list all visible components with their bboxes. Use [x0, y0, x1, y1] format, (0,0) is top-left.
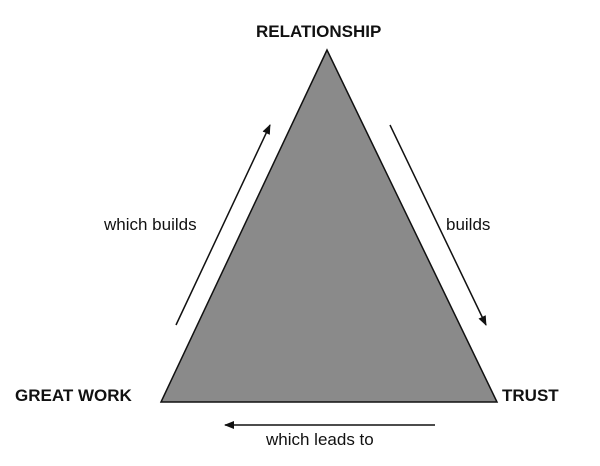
node-trust: TRUST	[502, 386, 559, 405]
arrow-right-down	[389, 124, 487, 326]
triangle	[159, 48, 499, 403]
node-relationship: RELATIONSHIP	[256, 22, 382, 41]
edge-label-builds: builds	[446, 215, 491, 234]
edge-label-which-builds: which builds	[104, 215, 197, 234]
arrow-left-up	[175, 124, 271, 326]
edge-label-which-leads-to: which leads to	[266, 430, 374, 449]
node-great-work: GREAT WORK	[15, 386, 132, 405]
